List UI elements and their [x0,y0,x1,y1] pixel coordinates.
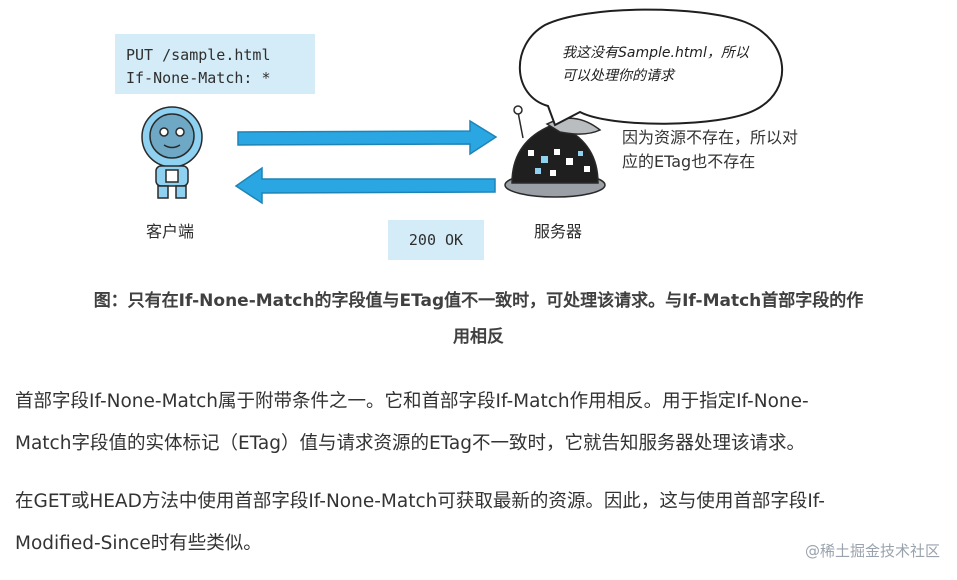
paragraph: 在GET或HEAD方法中使用首部字段If-None-Match可获取最新的资源。… [15,481,942,565]
response-status: 200 OK [409,231,463,249]
caption-line: 图：只有在If-None-Match的字段值与ETag值不一致时，可处理该请求。… [14,283,943,319]
paragraph-line: Match字段值的实体标记（ETag）值与请求资源的ETag不一致时，它就告知服… [15,423,942,465]
paragraph: 首部字段If-None-Match属于附带条件之一。它和首部字段If-Match… [15,381,942,465]
client-label: 客户端 [146,218,194,242]
paragraph-line: Modified-Since时有些类似。 [15,523,942,565]
request-arrow [238,121,496,154]
speech-bubble-line: 可以处理你的请求 [562,65,674,85]
caption-line: 用相反 [14,319,943,355]
server-note: 因为资源不存在，所以对 应的ETag也不存在 [622,126,798,174]
watermark: @稀土掘金技术社区 [805,540,940,561]
speech-bubble-line: 我这没有Sample.html，所以 [562,42,749,62]
client-robot-icon [142,107,202,198]
response-arrow [236,168,495,203]
server-note-line: 因为资源不存在，所以对 [622,126,798,150]
server-note-line: 应的ETag也不存在 [622,150,798,174]
response-message-box: 200 OK [388,220,484,260]
paragraph-line: 在GET或HEAD方法中使用首部字段If-None-Match可获取最新的资源。… [15,481,942,523]
paragraph-line: 首部字段If-None-Match属于附带条件之一。它和首部字段If-Match… [15,381,942,423]
server-label: 服务器 [534,218,582,242]
figure-caption: 图：只有在If-None-Match的字段值与ETag值不一致时，可处理该请求。… [14,283,943,355]
